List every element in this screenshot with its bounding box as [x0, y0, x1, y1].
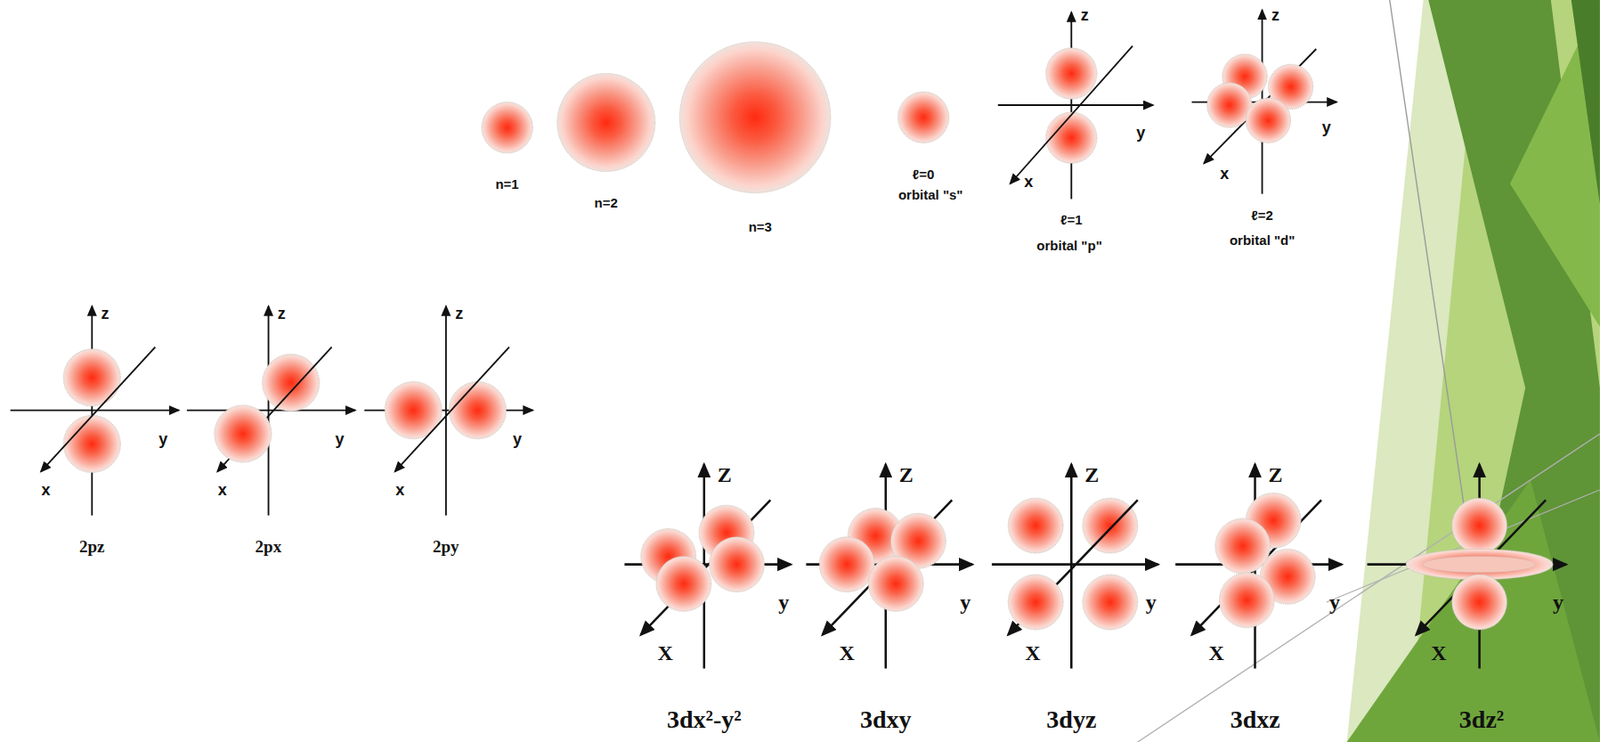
axis-label: Z	[1268, 463, 1284, 486]
d-orbital-top	[1191, 9, 1337, 194]
axis-label: z	[454, 305, 463, 322]
axis-label: x	[395, 481, 405, 498]
orbital-caption: 3dyz	[1046, 706, 1097, 732]
orbital-caption: 3dxz	[1230, 706, 1281, 732]
orbital-caption: 3dx²-y²	[666, 706, 742, 732]
axis-label: y	[1145, 591, 1157, 613]
blobs	[481, 41, 950, 194]
axis-label: z	[1080, 7, 1089, 24]
axis-label: X	[657, 641, 674, 664]
axis-label: y	[1329, 591, 1341, 613]
axis-label: y	[959, 591, 971, 613]
axis-label: X	[1208, 641, 1224, 664]
axis-label: x	[41, 481, 51, 498]
axis-label: X	[839, 641, 855, 664]
axis-label: Z	[1084, 463, 1099, 486]
3d-orbitals	[624, 463, 1567, 668]
orbital-label: n=3	[748, 219, 772, 234]
axis-label: z	[101, 305, 110, 322]
axis-label: y	[158, 430, 168, 447]
orbital-label: orbital "s"	[898, 186, 964, 201]
orbital-caption: 2pz	[79, 537, 106, 555]
axis-label: y	[1136, 124, 1146, 141]
axis-label: z	[1271, 7, 1280, 24]
orbital-label: n=1	[495, 177, 519, 191]
axis-label: y	[1552, 591, 1564, 613]
axis-label: z	[277, 305, 286, 322]
orbital-label: ℓ=1	[1060, 212, 1082, 227]
axis-label: x	[1023, 173, 1033, 190]
axis-label: x	[1219, 165, 1229, 182]
orbital-caption: 2py	[432, 537, 460, 555]
2p-orbitals	[10, 306, 534, 516]
orbital-label: n=2	[594, 194, 618, 209]
axis-label: Z	[717, 463, 732, 486]
axis-label: x	[218, 481, 228, 498]
p-orbital-top	[998, 12, 1154, 200]
orbital-label: ℓ=2	[1250, 207, 1273, 221]
orbital-caption: 3dxy	[860, 706, 912, 732]
axis-label: y	[512, 430, 522, 447]
axis-label: y	[1322, 119, 1332, 136]
axis-label: y	[335, 430, 345, 447]
axis-label: y	[778, 591, 789, 613]
orbital-caption: 3dz²	[1459, 706, 1504, 732]
green-decoration	[1137, 0, 1600, 742]
orbital-caption: 2px	[255, 537, 283, 555]
orbital-label: ℓ=0	[912, 166, 935, 180]
axis-label: X	[1024, 641, 1040, 664]
orbital-label: orbital "d"	[1229, 233, 1295, 247]
axis-label: X	[1430, 641, 1446, 664]
orbital-label: orbital "p"	[1036, 238, 1102, 252]
axis-label: Z	[899, 463, 914, 486]
